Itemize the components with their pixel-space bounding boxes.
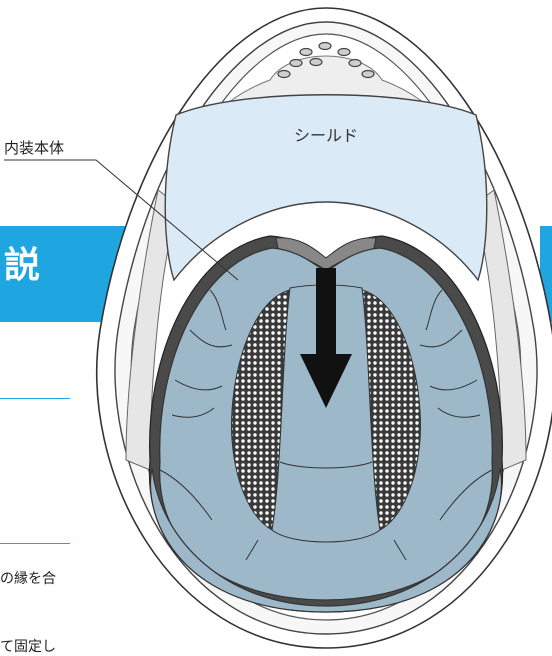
shield-label: シールド — [294, 126, 358, 145]
shield — [164, 94, 488, 282]
body-text-line-1: の縁を合 — [0, 571, 56, 587]
section-divider-bottom — [0, 543, 70, 544]
liner-seam-lines — [159, 289, 493, 561]
liner-callout-line — [4, 159, 239, 281]
liner-bottom-lip — [149, 467, 503, 613]
vent-holes — [277, 41, 375, 79]
liner-callout-label: 内装本体 — [4, 139, 64, 157]
section-divider-top — [0, 398, 70, 399]
heading-fragment: 説 — [4, 245, 41, 286]
arrow-down-icon — [300, 268, 352, 408]
liner-center-strip — [271, 284, 381, 543]
